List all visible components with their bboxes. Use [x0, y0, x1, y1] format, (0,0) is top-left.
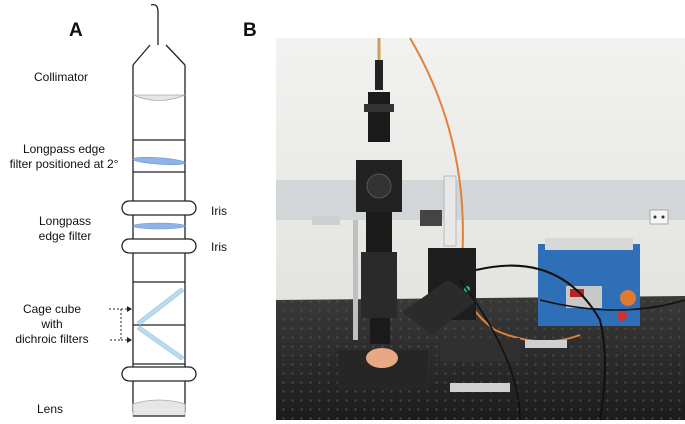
collimator-lens: [132, 94, 186, 101]
controller-display: [570, 289, 584, 297]
right-stage: [440, 338, 520, 362]
middle-tube: [366, 212, 392, 252]
black-cable-1: [475, 264, 606, 421]
longpass-filter: [132, 222, 186, 230]
photo-frame: [276, 37, 685, 421]
cage-cube-1: [361, 252, 397, 288]
label-cage-1: Cage cube: [22, 302, 82, 316]
controller-button: [617, 311, 627, 321]
detector-head: [402, 280, 478, 334]
upper-cage-mount: [366, 173, 392, 199]
iris-ring-top: [121, 200, 197, 216]
label-iris-top: Iris: [211, 204, 227, 218]
label-longpass-tilted-1: Longpass edge: [22, 142, 106, 156]
ring-bottom: [121, 366, 197, 382]
label-longpass-tilted-2: filter positioned at 2°: [9, 157, 119, 171]
controller-knob: [620, 290, 636, 306]
label-longpass-1: Longpass: [38, 214, 92, 228]
label-iris-bottom: Iris: [211, 240, 227, 254]
pointer-bracket: [109, 308, 122, 341]
vertical-micrometer: [443, 175, 457, 247]
label-lens: Lens: [37, 402, 64, 416]
mounting-post: [353, 220, 358, 340]
cage-cube-2: [361, 288, 397, 318]
label-longpass-2: edge filter: [38, 229, 92, 243]
label-cage-3: dichroic filters: [15, 332, 89, 346]
label-collimator: Collimator: [34, 70, 89, 84]
stage-block: [420, 210, 442, 226]
panel-label-a: A: [69, 20, 83, 41]
objective-lens: [132, 399, 186, 417]
arrowhead-lower: [127, 337, 132, 343]
fiber-connector: [375, 60, 383, 90]
collimator-label-band: [364, 104, 394, 112]
sample-phantom: [366, 348, 398, 368]
objective-tube: [370, 318, 390, 344]
black-cable-3: [459, 279, 521, 421]
collimator-taper-right: [165, 44, 186, 66]
arrowhead-upper: [127, 306, 132, 312]
panel-label-b: B: [243, 20, 257, 41]
black-cable-2: [539, 299, 685, 311]
collimator-body: [368, 92, 390, 142]
fiber-line: [150, 4, 159, 45]
wall-outlet: [649, 209, 669, 225]
controller-top: [545, 238, 633, 250]
label-cage-2: with: [41, 317, 63, 331]
dichroic-filter-upper: [136, 287, 185, 326]
micrometer-bottom: [450, 383, 510, 392]
iris-ring-bottom: [121, 238, 197, 254]
micrometer-right: [525, 340, 567, 348]
wall-band: [276, 180, 685, 220]
micrometer-left: [312, 216, 340, 225]
longpass-filter-tilted: [132, 157, 186, 165]
collimator-taper-left: [132, 44, 151, 66]
dichroic-filter-lower: [136, 325, 185, 361]
